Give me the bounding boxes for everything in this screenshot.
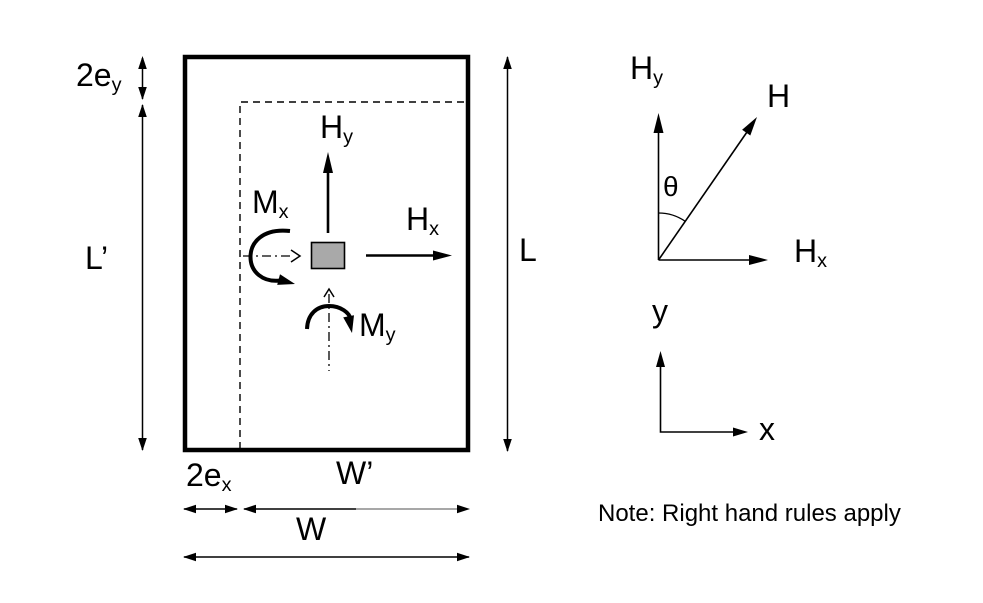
dim-2ey-arrowhead-down-icon xyxy=(138,87,147,100)
dim-Lprime-arrowhead-down-icon xyxy=(138,438,147,451)
dim-W-label: W xyxy=(296,511,327,547)
dim-L-arrowhead-down-icon xyxy=(503,439,512,452)
dim-Wprime-arrowhead-right-icon xyxy=(457,504,470,514)
vector-Hx-label: Hx xyxy=(794,233,828,272)
dim-Lprime-arrowhead-up-icon xyxy=(138,104,147,117)
dimension-lines xyxy=(138,56,512,562)
plan-Hy-arrowhead-icon xyxy=(323,152,333,173)
dim-L-arrowhead-up-icon xyxy=(503,56,512,69)
vector-H-arrowhead-icon xyxy=(742,117,757,136)
dim-W-arrowhead-left-icon xyxy=(183,552,196,562)
my-moment-arc xyxy=(305,303,353,330)
axes-lines xyxy=(659,366,734,433)
axis-x-arrowhead-icon xyxy=(733,427,748,437)
my-moment-arrowhead-icon xyxy=(343,315,354,333)
vector-diagram xyxy=(653,113,768,265)
axis-y-label: y xyxy=(652,293,668,329)
mx-moment-arrowhead-icon xyxy=(277,274,295,285)
column-pad xyxy=(310,241,346,270)
plan-Mx-label: Mx xyxy=(252,184,289,223)
vector-H-shaft xyxy=(657,131,748,261)
footing-plan xyxy=(182,54,471,453)
theta-angle-arc xyxy=(658,212,686,222)
dim-L-label: L xyxy=(519,232,537,268)
dim-2ex-arrowhead-left-icon xyxy=(183,504,196,514)
theta-label: θ xyxy=(663,171,679,202)
axis-y-arrowhead-icon xyxy=(656,351,665,367)
plan-Hx-label: Hx xyxy=(406,201,440,240)
plan-Hy-label: Hy xyxy=(320,109,354,148)
dim-2ey-label: 2ey xyxy=(76,57,122,96)
footing-outline xyxy=(182,54,471,453)
plan-My-label: My xyxy=(359,307,396,346)
dim-2ex-label: 2ex xyxy=(186,457,232,496)
mx-moment-arc xyxy=(248,228,291,283)
my-axis-chevron-icon xyxy=(323,287,335,298)
dim-Wprime-label: W’ xyxy=(336,455,374,491)
axis-x-label: x xyxy=(759,411,775,447)
vector-Hx-arrowhead-icon xyxy=(749,255,768,265)
vector-Hy-label: Hy xyxy=(630,50,664,89)
vector-Hy-arrowhead-icon xyxy=(653,113,664,133)
mx-axis-chevron-icon xyxy=(290,249,302,263)
dim-2ex-arrowhead-right-icon xyxy=(225,504,238,514)
dim-Lprime-label: L’ xyxy=(85,240,109,276)
coordinate-axes xyxy=(656,351,748,437)
note-text: Note: Right hand rules apply xyxy=(598,500,901,527)
dim-Wprime-arrowhead-left-icon xyxy=(243,504,256,514)
plan-Hx-arrowhead-icon xyxy=(433,250,452,261)
vector-H-label: H xyxy=(767,78,791,114)
dim-W-arrowhead-right-icon xyxy=(457,552,470,562)
dim-2ey-arrowhead-up-icon xyxy=(138,56,147,69)
effective-area-dashed-boundary xyxy=(239,101,466,449)
